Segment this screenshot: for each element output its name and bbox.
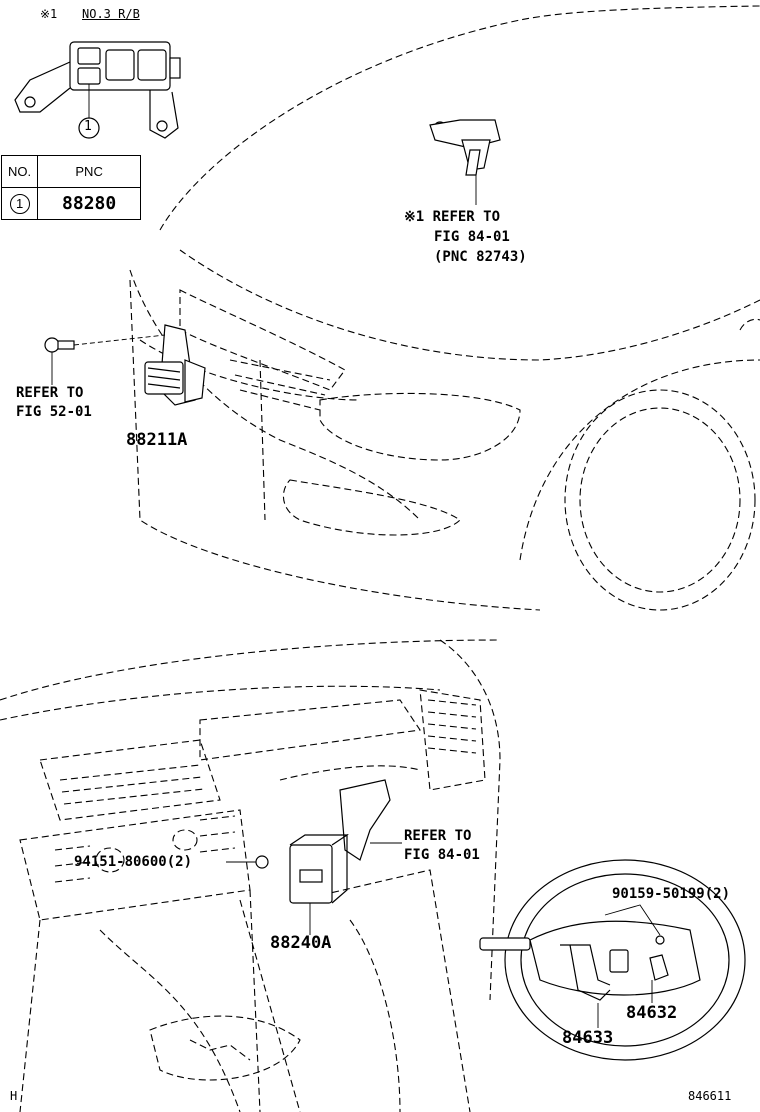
ref-84-01-pnc-line1: ※1 REFER TO [404, 209, 501, 225]
row-pnc-value: 88280 [37, 187, 142, 220]
col-pnc-header: PNC [37, 155, 142, 188]
pnc-table: NO. PNC 1 88280 [0, 155, 142, 220]
row-no-circle: 1 [9, 193, 30, 214]
part-88211A-label: 88211A [126, 430, 188, 450]
bolt-icon [44, 334, 166, 385]
corner-left-mark: H [10, 1089, 18, 1103]
col-no-header: NO. [0, 155, 39, 188]
part-88240A-icon [289, 779, 402, 935]
ref-84-01-pnc-line3: (PNC 82743) [434, 249, 527, 265]
mark-1-label: ※1 [40, 7, 58, 21]
dashboard-interior [0, 639, 501, 1112]
callout-number: 1 [84, 119, 92, 134]
ref-84-01-pnc-line2: FIG 84-01 [434, 229, 510, 245]
bolt-94151-icon [226, 855, 269, 869]
table-row: 1 88280 [0, 187, 142, 220]
ref-52-01-line2: FIG 52-01 [16, 404, 92, 420]
ref-84-01-line1: REFER TO [404, 828, 472, 844]
rb-label: NO.3 R/B [82, 7, 140, 21]
ref-84-01-line2: FIG 84-01 [404, 847, 480, 863]
part-90159-label: 90159-50199(2) [612, 886, 731, 902]
part-88211A-icon [144, 324, 206, 406]
part-84633-label: 84633 [562, 1028, 614, 1048]
part-88240A-label: 88240A [270, 933, 332, 953]
sensor-82743-icon [429, 119, 501, 205]
ref-52-01-line1: REFER TO [16, 385, 84, 401]
pnc-table-header-row: NO. PNC [0, 155, 142, 188]
steering-wheel-icon [479, 859, 746, 1061]
relay-block-icon [14, 41, 181, 139]
part-84632-label: 84632 [626, 1003, 678, 1023]
part-94151-label: 94151-80600(2) [74, 854, 193, 870]
car-front-body [129, 5, 760, 611]
figure-code: 846611 [688, 1089, 732, 1103]
